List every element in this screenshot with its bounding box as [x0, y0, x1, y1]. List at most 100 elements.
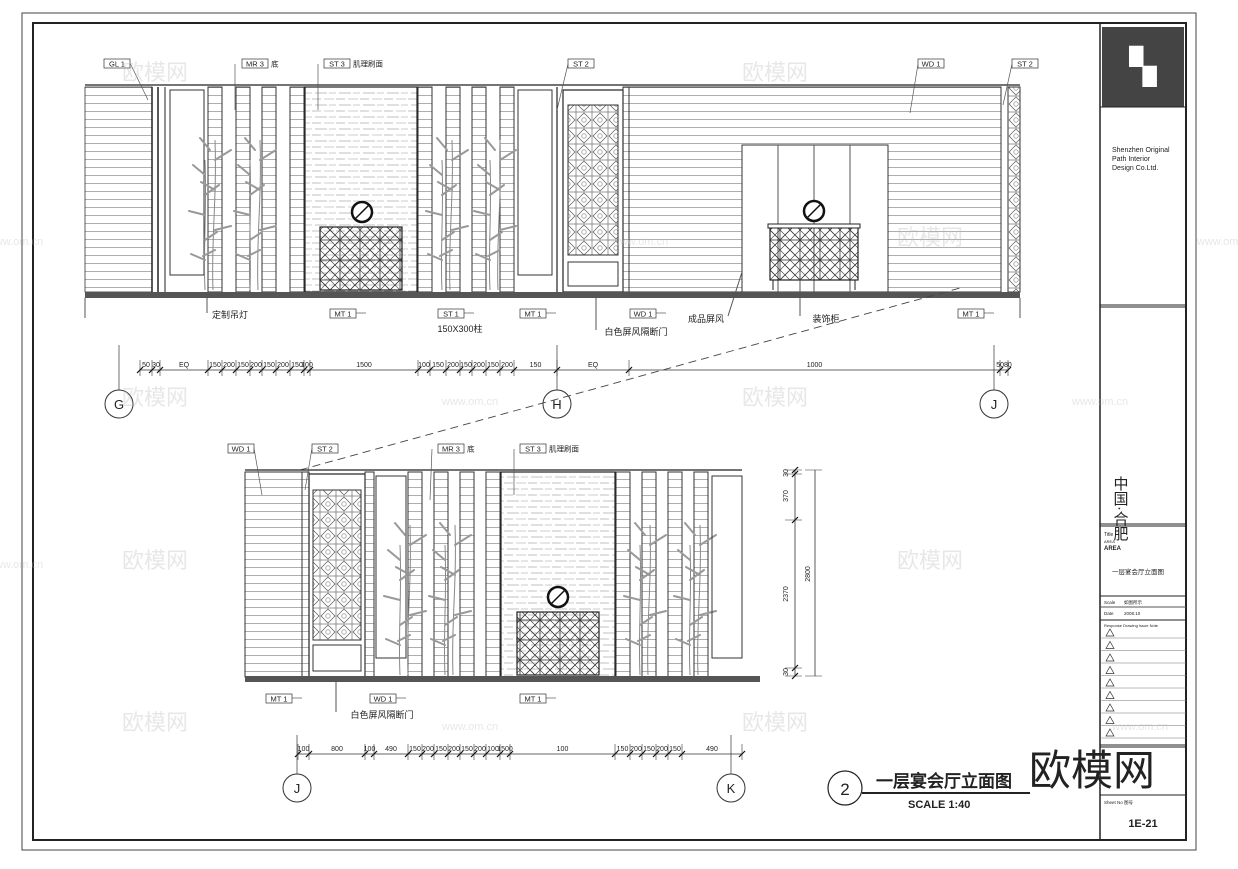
svg-text:如图所示: 如图所示 — [1124, 599, 1142, 606]
revision-triangle-icon — [1105, 690, 1115, 699]
dimension-label: 200 — [474, 746, 486, 753]
revision-triangle-icon — [1105, 653, 1115, 662]
decor-cabinet-1 — [319, 226, 403, 291]
svg-text:Scale: Scale — [1104, 600, 1116, 605]
dimension-label: 100 — [487, 746, 499, 753]
dimension-label: 150 — [530, 362, 542, 369]
grid-label: G — [114, 397, 124, 412]
grid-label: J — [294, 781, 301, 796]
grid-label: J — [991, 397, 998, 412]
revision-triangle-icon — [1105, 728, 1115, 737]
material-tag: ST 2 — [567, 58, 595, 69]
elevation-2 — [244, 469, 760, 682]
svg-text:MR 3: MR 3 — [442, 445, 460, 454]
svg-text:ST 2: ST 2 — [317, 445, 333, 454]
grid-bubble — [104, 389, 134, 419]
sheet-number: 1E-21 — [1128, 818, 1157, 830]
svg-text:MR 3: MR 3 — [246, 60, 264, 69]
grid-label: K — [727, 781, 736, 796]
title-scale: SCALE 1:40 — [908, 799, 970, 811]
watermark-brand: 欧模网 — [122, 60, 188, 85]
svg-text:ST 3: ST 3 — [525, 445, 541, 454]
revision-triangle-icon — [1105, 703, 1115, 712]
dimension-label: 150 — [432, 362, 444, 369]
svg-text:MT 1: MT 1 — [525, 695, 542, 704]
grid-bubble — [282, 773, 312, 803]
svg-text:肌理刷面: 肌理刷面 — [549, 445, 579, 454]
vertical-dimension-label: 30 — [783, 469, 790, 477]
title-number-bubble — [827, 770, 863, 806]
decor-cabinet-2 — [769, 226, 859, 281]
title-text: 一层宴会厅立面图 — [876, 771, 1012, 791]
revision-triangle-icon — [1105, 628, 1115, 637]
dimension-label: 150 — [461, 746, 473, 753]
svg-text:MT 1: MT 1 — [525, 310, 542, 319]
revision-triangle-icon — [1105, 665, 1115, 674]
material-tag: MT 1 — [519, 693, 547, 704]
svg-text:▚: ▚ — [1129, 45, 1158, 88]
dimension-label: 150 — [409, 746, 421, 753]
svg-text:Date: Date — [1104, 611, 1114, 616]
dimension-label: 490 — [706, 746, 718, 753]
decor-cabinet-3 — [516, 611, 600, 676]
svg-text:WD 1: WD 1 — [232, 445, 251, 454]
note-finished-screen: 成品屏风 — [688, 313, 724, 324]
dimension-label: 150 — [643, 746, 655, 753]
continuation-line — [299, 287, 961, 471]
watermark-url: www.om.cn — [1111, 721, 1168, 733]
svg-text:底: 底 — [467, 444, 475, 454]
dimension-label: 200 — [473, 362, 485, 369]
drawing-title: 2 一层宴会厅立面图 SCALE 1:40 — [827, 770, 1030, 811]
material-tag: MT 1 — [519, 308, 547, 319]
company-logo — [1102, 27, 1184, 107]
revision-triangle-icon — [1105, 678, 1115, 687]
revision-triangle-icon — [1105, 640, 1115, 649]
dimension-label: 200 — [448, 746, 460, 753]
watermark-url: www.om.cn — [0, 236, 43, 248]
dimension-label: 150 — [291, 362, 303, 369]
dimension-label: 150 — [209, 362, 221, 369]
dimension-label: 200 — [422, 746, 434, 753]
material-tag: ST 2 — [1011, 58, 1039, 69]
svg-text:MT 1: MT 1 — [335, 310, 352, 319]
elevation-1 — [84, 84, 1021, 318]
company-line-1: Shenzhen Original — [1112, 147, 1170, 154]
note-screen-door-2: 白色屏风隔断门 — [350, 709, 413, 720]
note-column-size: 150X300柱 — [437, 323, 482, 334]
svg-text:2008.10: 2008.10 — [1124, 611, 1141, 616]
svg-text:GL 1: GL 1 — [109, 60, 125, 69]
vertical-dimension-label: 2370 — [783, 586, 790, 602]
dimension-label: EQ — [179, 362, 190, 369]
outer-border — [21, 12, 1197, 851]
note-decor-cabinet: 装饰柜 — [812, 313, 839, 324]
watermark-brand: 欧模网 — [742, 710, 808, 735]
material-tag: WD 1 — [917, 58, 945, 69]
material-tag: WD 1 — [227, 443, 255, 454]
wood-panel-left — [84, 86, 153, 293]
dimension-label: 200 — [250, 362, 262, 369]
watermark-brand: 欧模网 — [897, 548, 963, 573]
note-custom-pendant: 定制吊灯 — [212, 309, 248, 320]
svg-text:ST 2: ST 2 — [573, 60, 589, 69]
dimension-label: 200 — [656, 746, 668, 753]
light-box-right — [517, 89, 553, 276]
svg-text:ST 2: ST 2 — [1017, 60, 1033, 69]
grid-bubble — [979, 389, 1009, 419]
material-tag: ST 3 肌理刷面 — [519, 443, 579, 454]
project-location: 中国·合肥 — [1112, 476, 1129, 542]
watermark-url: www.om.cn — [1071, 396, 1128, 408]
title-label: Title — [1104, 532, 1113, 538]
company-line-3: Design Co.Ltd. — [1112, 165, 1158, 172]
svg-text:AREA: AREA — [1104, 546, 1122, 552]
material-tag: WD 1 — [369, 693, 397, 704]
inner-border — [32, 22, 1187, 841]
wood-panel-2 — [244, 471, 303, 678]
